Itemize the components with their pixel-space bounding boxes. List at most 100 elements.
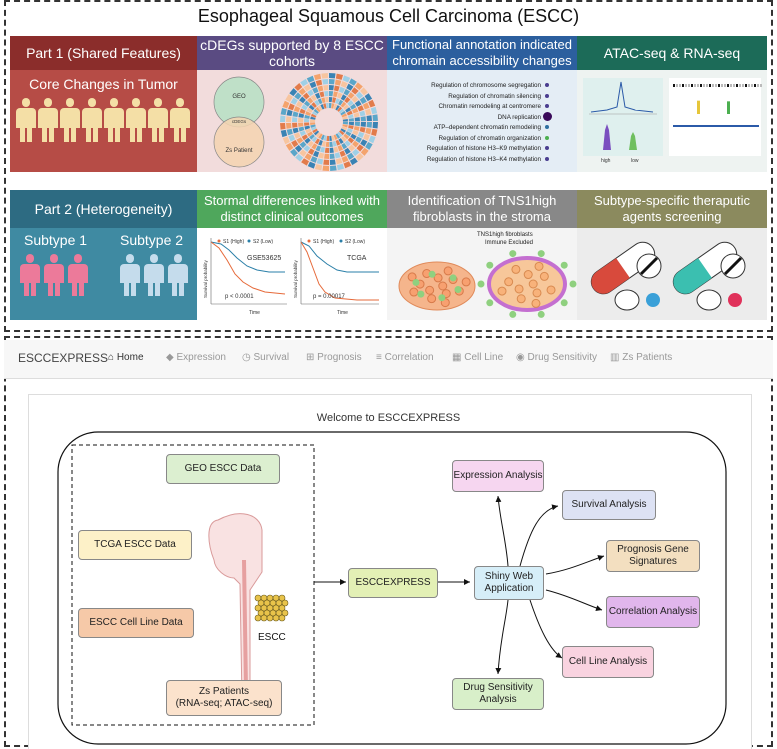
panel-therapeutic-screening: Subtype-specific theraputic agents scree… xyxy=(577,190,767,320)
km1-legend-s2: S2 (Low) xyxy=(253,239,273,245)
nav-home-label: Home xyxy=(116,352,144,363)
shiny-web-application: Shiny Web Application xyxy=(474,566,544,600)
hi-label: high xyxy=(601,158,611,164)
brand-logo[interactable]: ESCCEXPRESS xyxy=(18,351,109,365)
drug-pills xyxy=(590,241,746,311)
go-term-dot xyxy=(545,93,549,98)
figure-frame xyxy=(4,0,773,332)
navbar: ESCCEXPRESS ⌂ Home ◆ Expression ◷ Surviv… xyxy=(4,340,773,379)
venn-diagram: GEO cDEGs Zs Patient xyxy=(213,73,378,171)
go-term-row: ATP–dependent chromatin remodeling xyxy=(433,124,541,131)
venn-label-bottom: Zs Patient xyxy=(225,148,252,154)
venn-label-overlap: cDEGs xyxy=(232,119,247,124)
km1-pvalue: p < 0.0001 xyxy=(225,294,254,300)
output-expression: Expression Analysis xyxy=(452,460,544,492)
nav-correlation-label: Correlation xyxy=(384,352,434,363)
output-drug-sensitivity: Drug Sensitivity Analysis xyxy=(452,678,544,710)
clock-icon: ◷ xyxy=(242,352,254,363)
go-term-row: Regulation of chromosome segregation xyxy=(431,82,541,89)
panel-cdegs: cDEGs supported by 8 ESCC cohorts GEO cD… xyxy=(197,36,387,172)
output-correlation: Correlation Analysis xyxy=(606,596,700,628)
subtype-1-label: Subtype 1 xyxy=(24,232,88,248)
go-term-dot xyxy=(545,125,549,129)
chart-icon: ▦ xyxy=(452,352,465,363)
escc-tumor-label: ESCC xyxy=(258,632,286,643)
low-label: low xyxy=(631,158,639,164)
panel-header: ATAC-seq & RNA-seq xyxy=(577,36,767,70)
panel-header: cDEGs supported by 8 ESCC cohorts xyxy=(197,36,387,70)
km1-xlabel: Time xyxy=(249,310,260,316)
atac-rna-plots: high low xyxy=(583,78,762,164)
go-term-dot xyxy=(545,156,549,161)
core-escc-express: ESCCEXPRESS xyxy=(348,568,438,598)
tns1-sublabel: Immune Excluded xyxy=(485,240,534,246)
car-icon: ◉ xyxy=(516,352,528,363)
km-plots: S1 (High) S2 (Low) GSE53625 p < 0.0001 T… xyxy=(203,238,379,316)
nav-drug-sensitivity[interactable]: ◉ Drug Sensitivity xyxy=(516,352,597,363)
km2-legend-s2: S2 (Low) xyxy=(345,239,365,245)
nav-cell-line[interactable]: ▦ Cell Line xyxy=(452,352,503,363)
go-term-dot xyxy=(545,135,549,140)
input-tcga-escc: TCGA ESCC Data xyxy=(78,530,192,560)
km2-xlabel: Time xyxy=(337,310,348,316)
building-icon: ▥ xyxy=(610,352,623,363)
panel-shared-features: Part 1 (Shared Features) Core Changes in… xyxy=(10,36,197,172)
panel-subtitle: Core Changes in Tumor xyxy=(29,76,178,92)
km1-dataset: GSE53625 xyxy=(247,255,281,262)
km2-legend-s1: S1 (High) xyxy=(313,239,334,245)
output-prognosis: Prognosis Gene Signatures xyxy=(606,540,700,572)
km1-legend-s1: S1 (High) xyxy=(223,239,244,245)
km1-ylabel: Survival probability xyxy=(203,259,208,298)
panel-stromal-differences: Stormal differences linked with distinct… xyxy=(197,190,387,320)
go-term-row: DNA replication xyxy=(497,113,541,121)
nav-expression-label: Expression xyxy=(176,352,226,363)
nav-survival[interactable]: ◷ Survival xyxy=(242,352,289,363)
nav-survival-label: Survival xyxy=(253,352,290,363)
circular-heatmap xyxy=(280,73,378,171)
nav-drug-label: Drug Sensitivity xyxy=(527,352,597,363)
go-term-dot xyxy=(542,112,552,121)
nav-cell-line-label: Cell Line xyxy=(464,352,504,363)
go-term-dot xyxy=(545,83,549,87)
panel-tns1-fibroblasts: Identification of TNS1high fibroblasts i… xyxy=(387,190,577,320)
figure-title: Esophageal Squamous Cell Carcinoma (ESCC… xyxy=(197,6,580,26)
panel-header: Subtype-specific theraputic agents scree… xyxy=(577,190,767,228)
panel-functional-annotation: Functional annotation indicated chromain… xyxy=(387,36,577,172)
output-survival: Survival Analysis xyxy=(562,490,656,520)
panel-header: Stormal differences linked with distinct… xyxy=(197,190,387,228)
panel-header: Identification of TNS1high fibroblasts i… xyxy=(387,190,577,228)
subtype-2-label: Subtype 2 xyxy=(120,232,184,248)
venn-label-top: GEO xyxy=(232,94,246,100)
input-zs-patients: Zs Patients (RNA-seq; ATAC-seq) xyxy=(166,680,282,716)
tns1-label: TNS1high fibroblasts xyxy=(477,232,533,238)
nav-zs-label: Zs Patients xyxy=(622,352,673,363)
input-escc-cell-line: ESCC Cell Line Data xyxy=(78,608,194,638)
nav-zs-patients[interactable]: ▥ Zs Patients xyxy=(610,352,672,363)
panel-atac-rna: ATAC-seq & RNA-seq high low xyxy=(577,36,767,172)
panel-header: Part 2 (Heterogeneity) xyxy=(10,190,197,228)
km-plot-tcga: S1 (High) S2 (Low) TCGA p = 0.00017 Time… xyxy=(293,238,379,316)
go-term-row: Regulation of chromatin organization xyxy=(438,134,541,142)
tissue-illustration xyxy=(398,250,577,318)
bars-icon: ≡ xyxy=(376,352,385,363)
go-term-row: Regulation of histone H3–K4 methylation xyxy=(426,155,541,163)
panel-header: Functional annotation indicated chromain… xyxy=(387,36,577,70)
nav-home[interactable]: ⌂ Home xyxy=(108,352,144,363)
home-icon: ⌂ xyxy=(108,352,117,363)
km2-pvalue: p = 0.00017 xyxy=(313,294,346,300)
panel-header: Part 1 (Shared Features) xyxy=(10,36,197,70)
input-geo-escc: GEO ESCC Data xyxy=(166,454,280,484)
go-term-dot xyxy=(545,146,549,150)
km2-dataset: TCGA xyxy=(347,255,367,262)
user-edit-icon: ◆ xyxy=(166,352,177,363)
nav-expression[interactable]: ◆ Expression xyxy=(166,352,226,363)
nav-correlation[interactable]: ≡ Correlation xyxy=(376,352,434,363)
go-term-row: Chromatin remodeling at centromere xyxy=(438,103,541,110)
nav-prognosis[interactable]: ⊞ Prognosis xyxy=(306,352,362,363)
go-term-row: Regulation of chromatin silencing xyxy=(448,92,541,100)
panel-heterogeneity: Part 2 (Heterogeneity) Subtype 1 Subtype… xyxy=(10,190,197,320)
welcome-heading: Welcome to ESCCEXPRESS xyxy=(316,412,461,424)
go-term-row: Regulation of histone H3–K9 methylation xyxy=(426,145,541,152)
nav-prognosis-label: Prognosis xyxy=(317,352,362,363)
